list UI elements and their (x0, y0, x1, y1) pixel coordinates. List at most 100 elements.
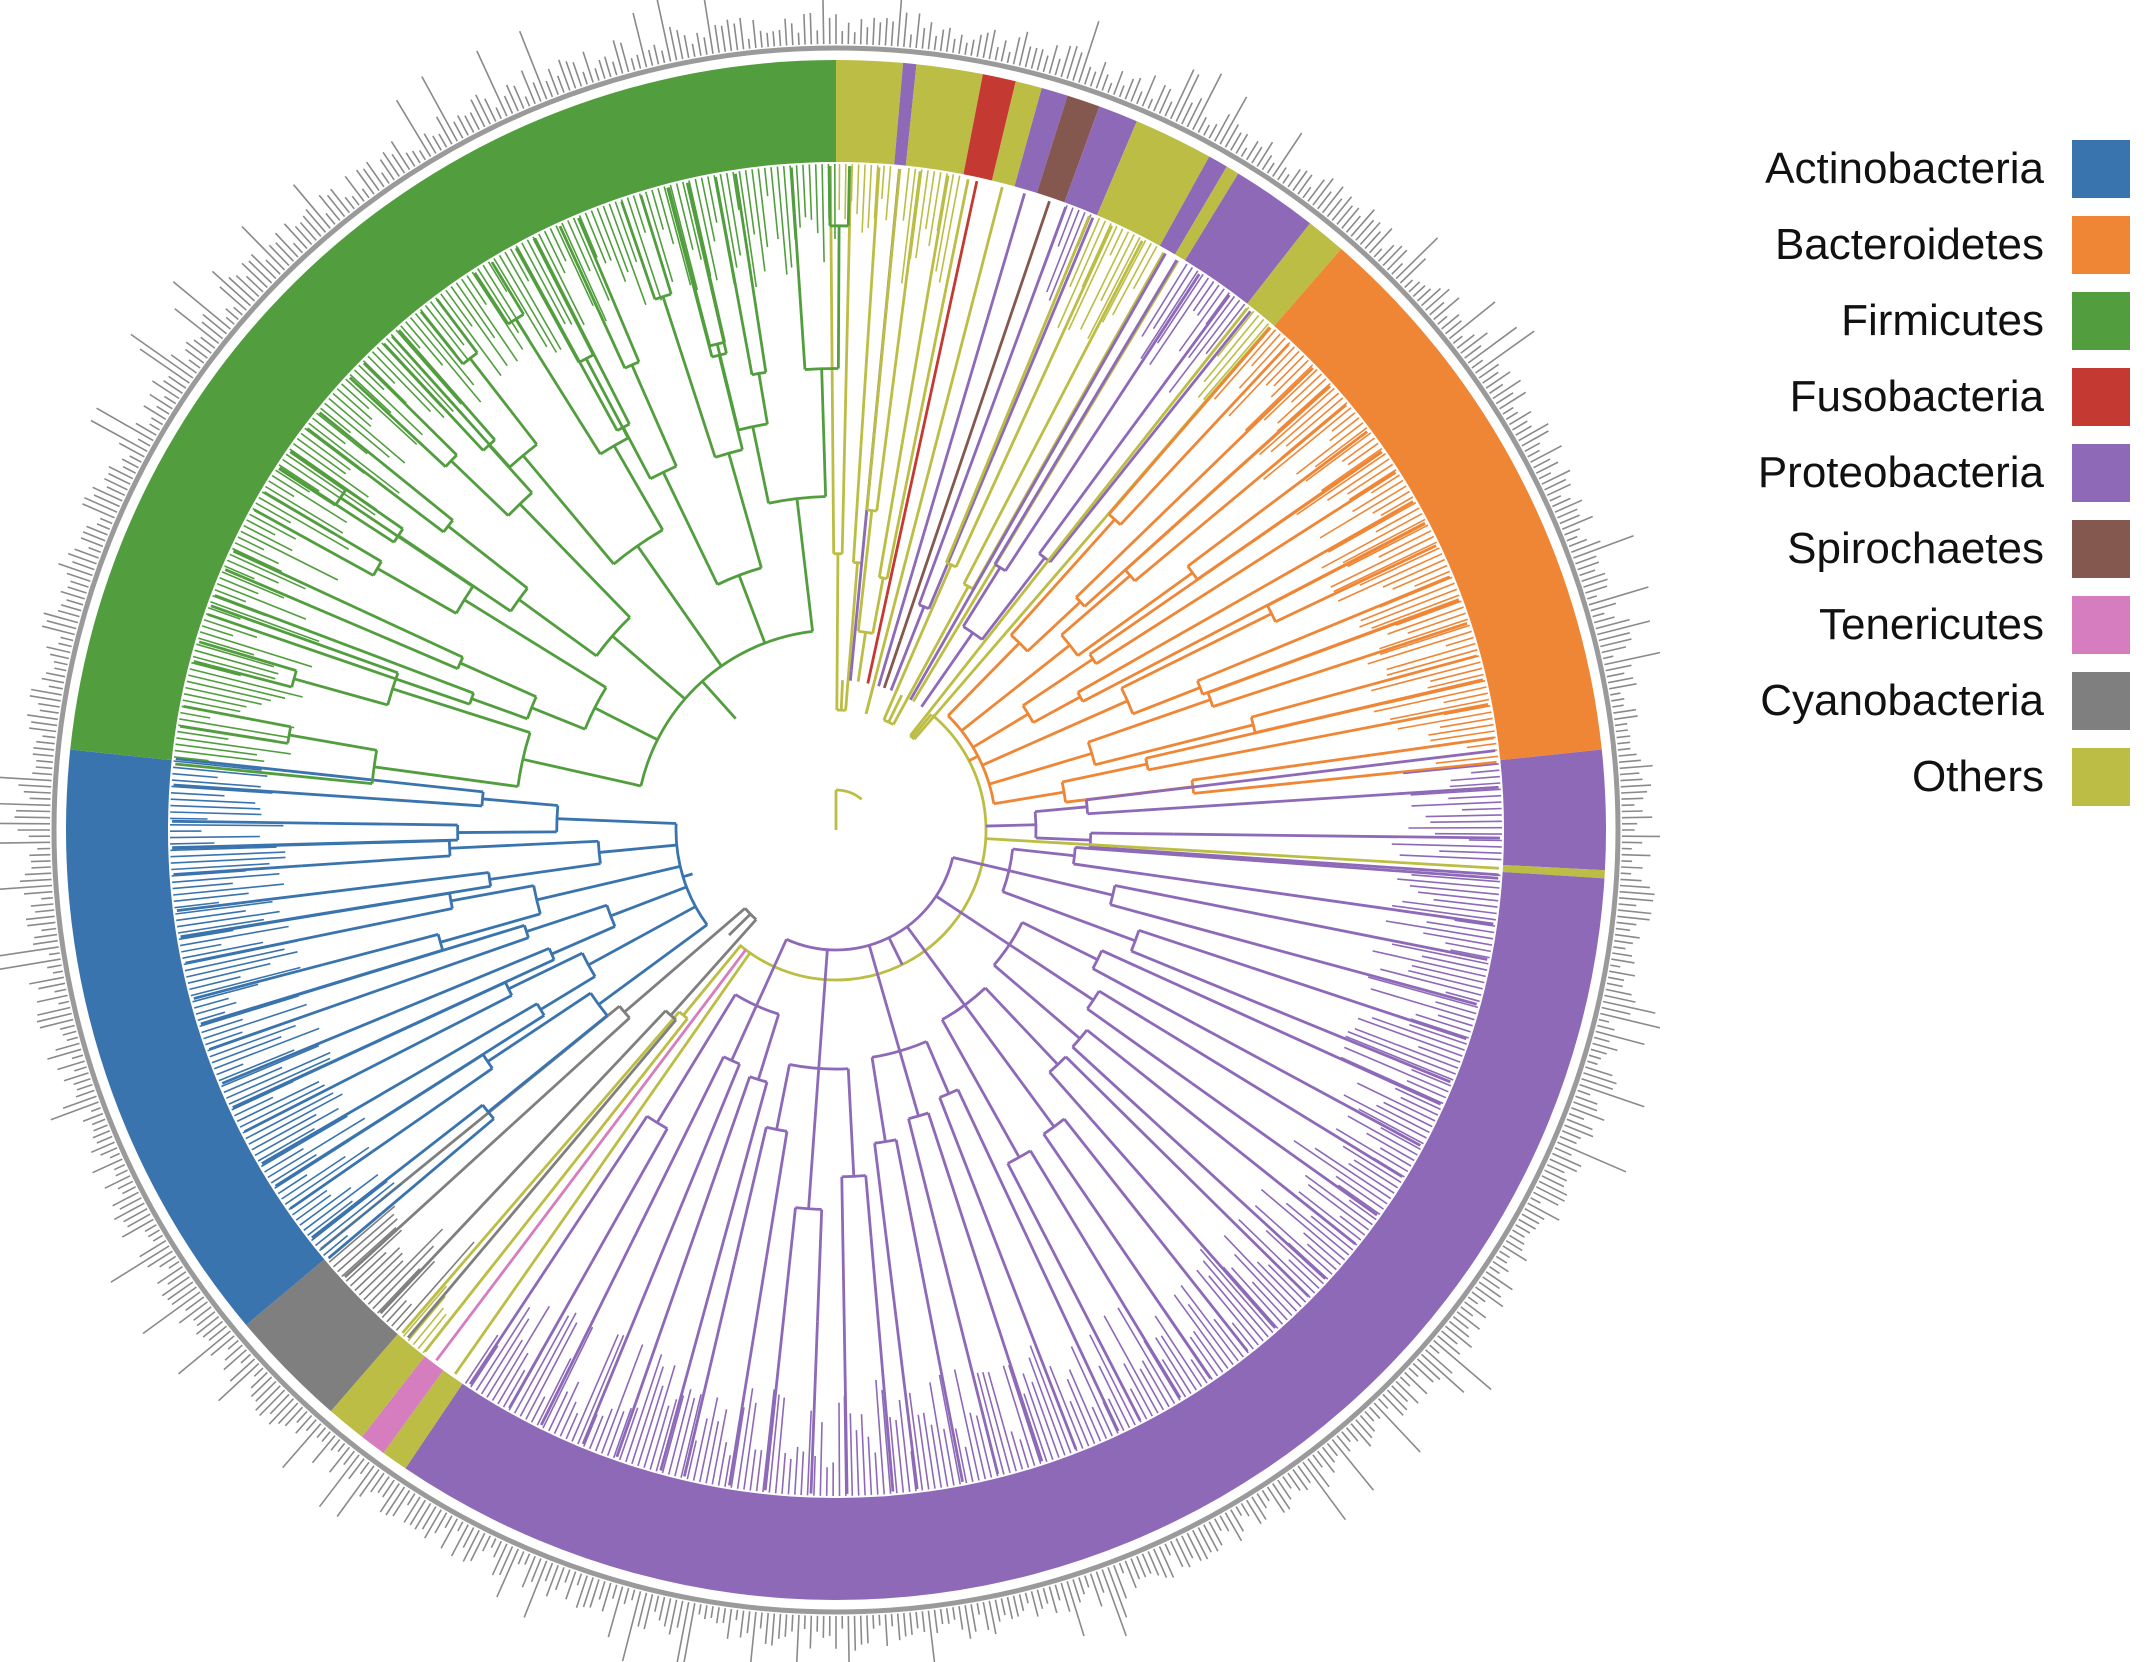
branch-spoke (630, 364, 678, 467)
branch-spoke (456, 936, 529, 965)
branch-spoke (1032, 695, 1081, 724)
legend-label: Fusobacteria (1789, 372, 2044, 421)
branch-spoke (1138, 929, 1252, 969)
legend-item-others: Others (1700, 748, 2130, 824)
branch-spoke (940, 1018, 1021, 1158)
branch-stem (968, 754, 979, 762)
branch-spoke (905, 925, 966, 1006)
branch-spoke (392, 687, 531, 734)
branch-spoke (1109, 903, 1265, 948)
branch-spoke (1035, 836, 1091, 842)
branch-spoke (587, 905, 697, 967)
branch-arc (1129, 929, 1141, 952)
branch-spoke (635, 245, 657, 300)
branch-leaf (490, 261, 495, 265)
branch-arc (507, 491, 533, 517)
branch-leaf (382, 342, 436, 399)
branch-leaf (311, 1204, 355, 1239)
clade-band-fusobacteria (963, 74, 1016, 181)
branch-spoke (243, 616, 399, 675)
branch-spoke (954, 506, 985, 568)
branch-leaf (734, 173, 746, 230)
branch-spoke (1012, 847, 1075, 858)
branch-spoke (898, 1050, 920, 1117)
branch-leaf (289, 449, 326, 476)
branch-spoke (757, 373, 769, 425)
branch-spoke (1022, 657, 1094, 707)
branch-spoke (1021, 921, 1099, 961)
branch-spoke (742, 229, 768, 373)
branch-arc (523, 924, 530, 939)
branch-spoke (404, 403, 458, 456)
branch-spoke (368, 629, 459, 670)
branch-spoke (1145, 728, 1269, 760)
branch-spoke (457, 830, 557, 834)
branch-leaf (274, 1061, 471, 1188)
root-arc-inner (835, 788, 863, 801)
branch-spoke (1207, 633, 1366, 695)
branch-spoke (875, 368, 897, 512)
legend-swatch (2072, 292, 2130, 350)
branch-spoke (584, 357, 630, 439)
branch-spoke (459, 661, 537, 699)
tip-label-fringe (0, 0, 1660, 1662)
clade-band-others (1247, 223, 1342, 326)
branch-spoke (486, 991, 592, 1063)
legend-label: Spirochaetes (1787, 524, 2044, 573)
branch-spoke (864, 1175, 873, 1238)
branch-spoke (1094, 723, 1254, 767)
branch-leaf (859, 167, 881, 446)
branch-spoke (993, 488, 1041, 565)
branch-arc (654, 292, 672, 301)
branch-spoke (830, 388, 836, 554)
branch-leaf (1021, 240, 1144, 471)
branch-spoke (1049, 518, 1086, 563)
branch-spoke (1098, 989, 1169, 1035)
branch-leaf (1199, 471, 1397, 599)
branch-spoke (938, 1096, 983, 1206)
branch-spoke (885, 491, 907, 579)
legend-label: Bacteroidetes (1774, 220, 2044, 269)
branch-stem (743, 952, 752, 962)
leaf-lines (1140, 263, 1246, 393)
branch-arc (789, 1063, 849, 1071)
branch-spoke (1114, 884, 1260, 916)
branch-spoke (491, 263, 525, 316)
branch-spoke (856, 510, 874, 632)
branch-leaf (306, 427, 389, 492)
branch-arc (1108, 513, 1122, 526)
branch-spoke (981, 699, 1129, 767)
branch-spoke (1133, 519, 1209, 583)
clade-band-firmicutes (70, 60, 836, 761)
branch-leaf (577, 217, 581, 221)
legend-label: Tenericutes (1818, 600, 2044, 649)
branch-arc (1266, 604, 1277, 623)
phylogenetic-tree (0, 0, 1660, 1662)
branch-leaf (419, 310, 424, 315)
branch-spoke (539, 975, 596, 1011)
branch-leaf (659, 1137, 754, 1471)
branch-leaf (1090, 1118, 1277, 1329)
branch-leaf (763, 1277, 790, 1491)
branch-spoke (1147, 745, 1266, 772)
branch-spoke (551, 925, 616, 956)
branch-stem (701, 680, 737, 720)
branch-spoke (1002, 890, 1136, 943)
branch-leaf (615, 1167, 720, 1458)
branch-spoke (636, 545, 723, 667)
branch-leaf (1038, 259, 1178, 490)
branch-leaf (1115, 294, 1231, 450)
branch-spoke (591, 1127, 669, 1263)
branch-leaf (972, 215, 1091, 497)
branch-spoke (1090, 845, 1255, 860)
branch-spoke (319, 821, 458, 827)
branch-spoke (463, 598, 607, 689)
branch-spoke (387, 488, 445, 534)
legend-item-cyanobacteria: Cyanobacteria (1700, 672, 2130, 748)
branch-stem (839, 680, 844, 711)
branch-spoke (487, 1014, 609, 1114)
branch-spoke (522, 757, 642, 788)
branch-spoke (1008, 869, 1114, 897)
branch-leaf (173, 783, 395, 802)
legend-item-proteobacteria: Proteobacteria (1700, 444, 2130, 520)
